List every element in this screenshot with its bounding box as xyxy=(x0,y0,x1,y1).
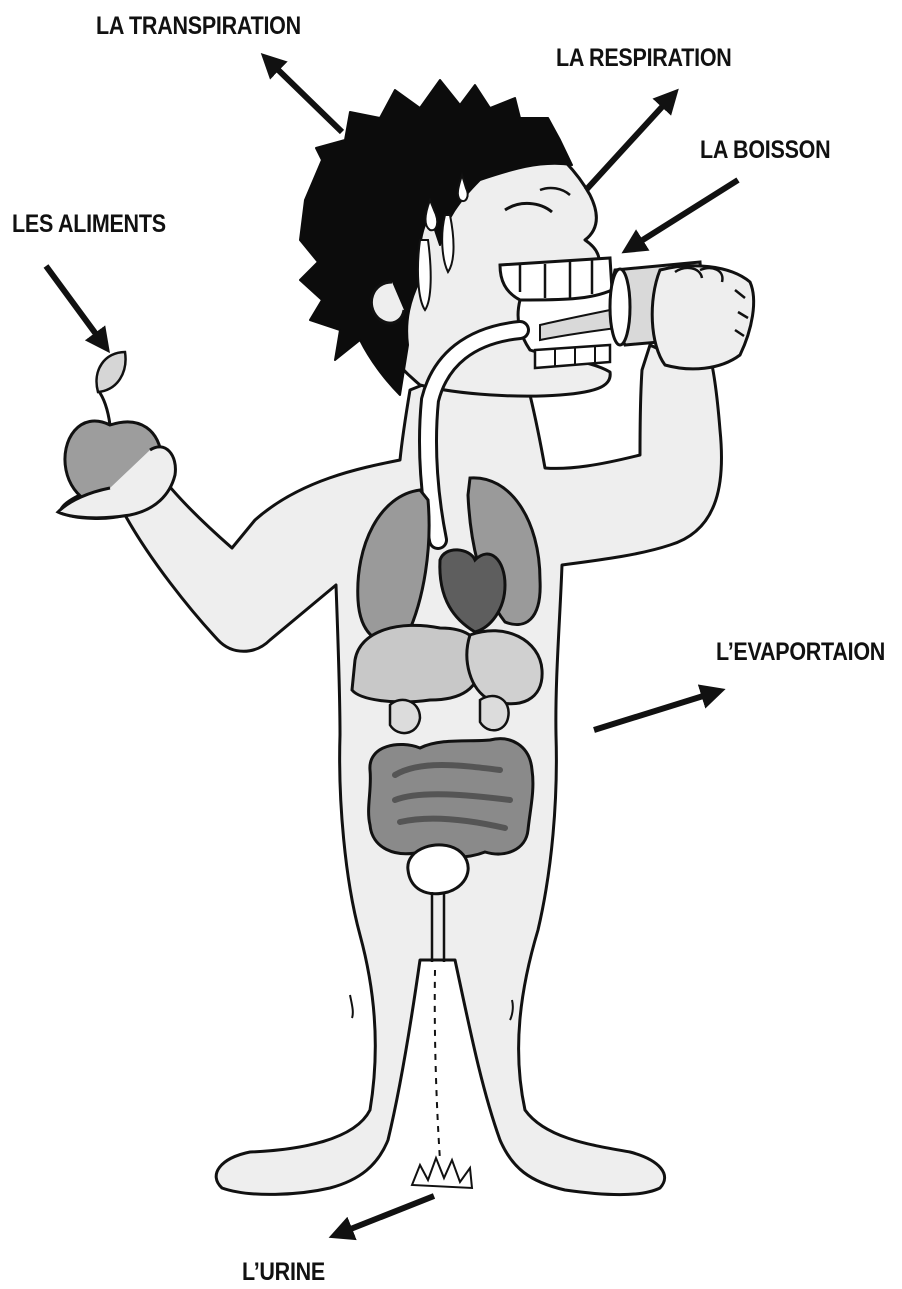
arrow-icon xyxy=(594,692,716,730)
bladder xyxy=(408,845,468,894)
sweat-stream xyxy=(442,215,453,272)
arrow-icon xyxy=(586,96,672,190)
liver xyxy=(352,625,482,702)
sweat-stream xyxy=(418,240,431,310)
arrow-icon xyxy=(338,1196,434,1234)
hand-right xyxy=(652,266,753,369)
arrow-icon xyxy=(46,266,104,345)
label-respiration: LA RESPIRATION xyxy=(556,44,732,73)
label-evaporation: L’EVAPORTAION xyxy=(716,638,885,667)
label-aliments: LES ALIMENTS xyxy=(12,210,166,239)
label-urine: L’URINE xyxy=(242,1258,325,1287)
label-transpiration: LA TRANSPIRATION xyxy=(96,12,301,41)
mouth xyxy=(500,258,612,300)
apple-leaf xyxy=(97,352,126,392)
kidney xyxy=(480,696,509,730)
urine-splash xyxy=(412,1158,472,1188)
arrow-icon xyxy=(630,180,738,248)
kidney xyxy=(390,700,420,733)
arrow-icon xyxy=(268,60,342,132)
label-boisson: LA BOISSON xyxy=(700,136,830,165)
lower-teeth xyxy=(535,345,610,368)
urine-stream xyxy=(435,970,440,1160)
